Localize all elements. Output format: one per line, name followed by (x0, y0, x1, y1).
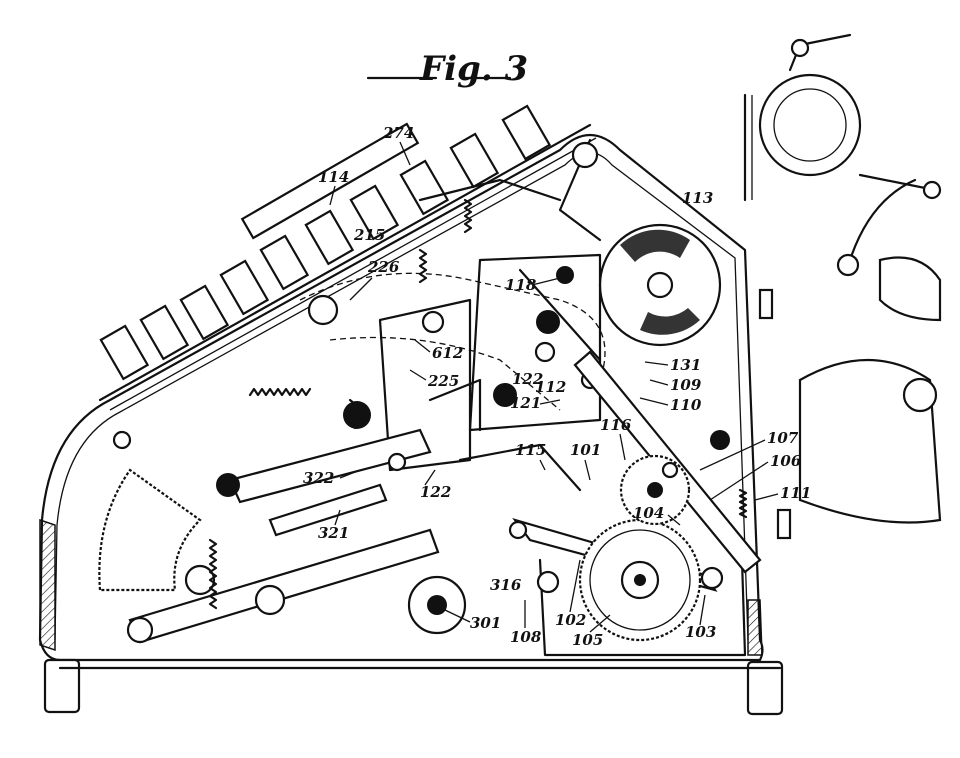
label-116: 116 (600, 416, 632, 461)
label-109: 109 (649, 376, 702, 394)
label-215: 215 (353, 226, 385, 244)
label-106: 106 (709, 452, 802, 501)
label-111: 111 (754, 484, 811, 502)
label-103: 103 (685, 594, 716, 641)
reference-numeral: 111 (780, 484, 811, 502)
reference-numeral: 301 (470, 614, 501, 632)
machine-housing (38, 134, 784, 716)
reference-numeral: 104 (633, 504, 664, 522)
label-107: 107 (699, 429, 799, 471)
label-114: 114 (318, 168, 349, 206)
label-321: 321 (318, 509, 349, 542)
reference-numeral: 101 (570, 441, 601, 459)
label-108: 108 (510, 600, 542, 646)
label-101: 101 (570, 441, 601, 481)
reference-numeral: 112 (535, 378, 566, 396)
label-226: 226 (349, 258, 400, 301)
label-225: 225 (409, 369, 459, 390)
reference-numeral: 116 (600, 416, 632, 434)
gear-105 (578, 518, 702, 642)
label-122-upper: 122 (512, 370, 543, 388)
carriage-mechanism (743, 33, 942, 540)
reference-numeral: 122 (512, 370, 543, 388)
reference-numeral: 115 (515, 441, 546, 459)
reference-numeral: 113 (682, 189, 713, 207)
reference-numeral: 131 (670, 356, 701, 374)
reference-numeral: 321 (318, 524, 349, 542)
reference-numeral: 105 (572, 631, 603, 649)
keyboard-keys (98, 104, 597, 411)
central-frame (299, 253, 606, 472)
reference-numeral: 274 (382, 124, 414, 142)
reference-numeral: 114 (318, 168, 349, 186)
label-316: 316 (490, 576, 522, 594)
springs (208, 198, 748, 610)
drum-113 (598, 223, 722, 347)
pivot-points (112, 294, 730, 644)
right-foot (746, 660, 784, 716)
reference-numeral: 103 (685, 623, 716, 641)
reference-numeral: 110 (670, 396, 702, 414)
label-118: 118 (505, 276, 561, 294)
reference-numeral: 102 (555, 611, 586, 629)
reference-numeral: 215 (353, 226, 385, 244)
reference-numeral: 226 (367, 258, 400, 276)
label-122-lower: 122 (420, 469, 451, 501)
label-612: 612 (414, 339, 463, 362)
reference-numeral: 107 (767, 429, 799, 447)
reference-numeral: 225 (427, 372, 459, 390)
reference-numeral: 612 (432, 344, 463, 362)
label-110: 110 (639, 396, 702, 414)
label-112: 112 (535, 378, 566, 396)
label-113: 113 (682, 189, 713, 207)
label-274: 274 (382, 124, 414, 166)
label-102: 102 (555, 559, 586, 629)
label-131: 131 (644, 356, 701, 374)
reference-numeral: 108 (510, 628, 542, 646)
label-121: 121 (510, 394, 561, 412)
reference-numeral: 316 (490, 576, 522, 594)
reference-numeral: 118 (505, 276, 537, 294)
reference-numerals: 113 274 114 215 226 118 612 225 122 112 … (303, 124, 811, 649)
label-301: 301 (444, 609, 501, 632)
reference-numeral: 322 (303, 469, 334, 487)
label-115: 115 (515, 441, 546, 471)
reference-numeral: 122 (420, 483, 451, 501)
reference-numeral: 121 (510, 394, 541, 412)
label-104: 104 (633, 504, 681, 526)
figure-title-text: Fig. 3 (419, 49, 528, 89)
label-105: 105 (572, 614, 611, 649)
figure-title: Fig. 3 (366, 49, 528, 89)
reference-numeral: 106 (770, 452, 802, 470)
left-sector-gear (98, 468, 216, 596)
label-322: 322 (303, 469, 361, 487)
reference-numeral: 109 (670, 376, 702, 394)
left-foot (43, 658, 81, 714)
